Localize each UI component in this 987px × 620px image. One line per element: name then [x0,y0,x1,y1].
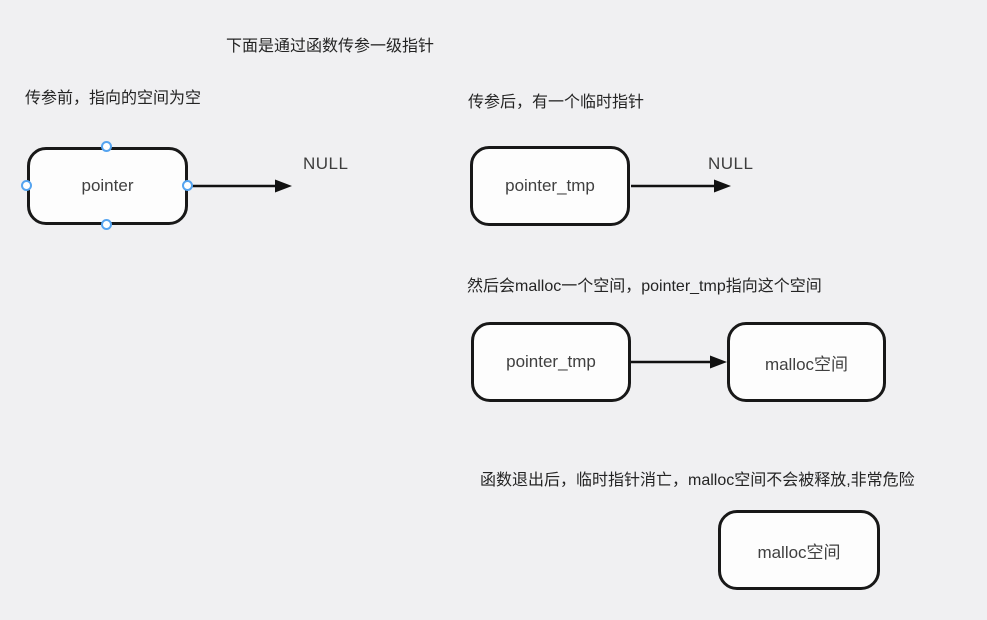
node-malloc-space-1-label: malloc空间 [764,354,849,374]
diagram-title[interactable]: 下面是通过函数传参一级指针 [226,38,435,55]
node-pointer-tmp-2-label: pointer_tmp [506,352,596,371]
null-text-2[interactable]: NULL [708,154,754,173]
null-text-1[interactable]: NULL [303,154,349,173]
selection-handle-top[interactable] [101,141,112,152]
label-exit-step[interactable]: 函数退出后，临时指针消亡，malloc空间不会被释放,非常危险 [480,472,915,489]
node-pointer-label: pointer [81,176,134,195]
node-pointer-tmp-2[interactable]: pointer_tmp [471,322,631,402]
label-before-pass[interactable]: 传参前，指向的空间为空 [25,90,202,107]
label-after-pass[interactable]: 传参后，有一个临时指针 [468,94,645,111]
selection-handle-bottom[interactable] [101,219,112,230]
node-pointer[interactable]: pointer [27,147,188,225]
node-pointer-tmp-1[interactable]: pointer_tmp [470,146,630,226]
arrow-pointer-to-null[interactable] [191,179,292,193]
selection-handle-left[interactable] [21,180,32,191]
node-malloc-space-2[interactable]: malloc空间 [718,510,880,590]
node-malloc-space-1[interactable]: malloc空间 [727,322,886,402]
selection-handle-right[interactable] [182,180,193,191]
arrow-pointer-tmp-to-null[interactable] [631,179,731,193]
node-malloc-space-2-label: malloc空间 [757,542,841,562]
node-pointer-tmp-1-label: pointer_tmp [505,176,595,195]
arrow-pointer-tmp-to-malloc[interactable] [631,355,727,369]
label-malloc-step[interactable]: 然后会malloc一个空间，pointer_tmp指向这个空间 [467,278,822,295]
